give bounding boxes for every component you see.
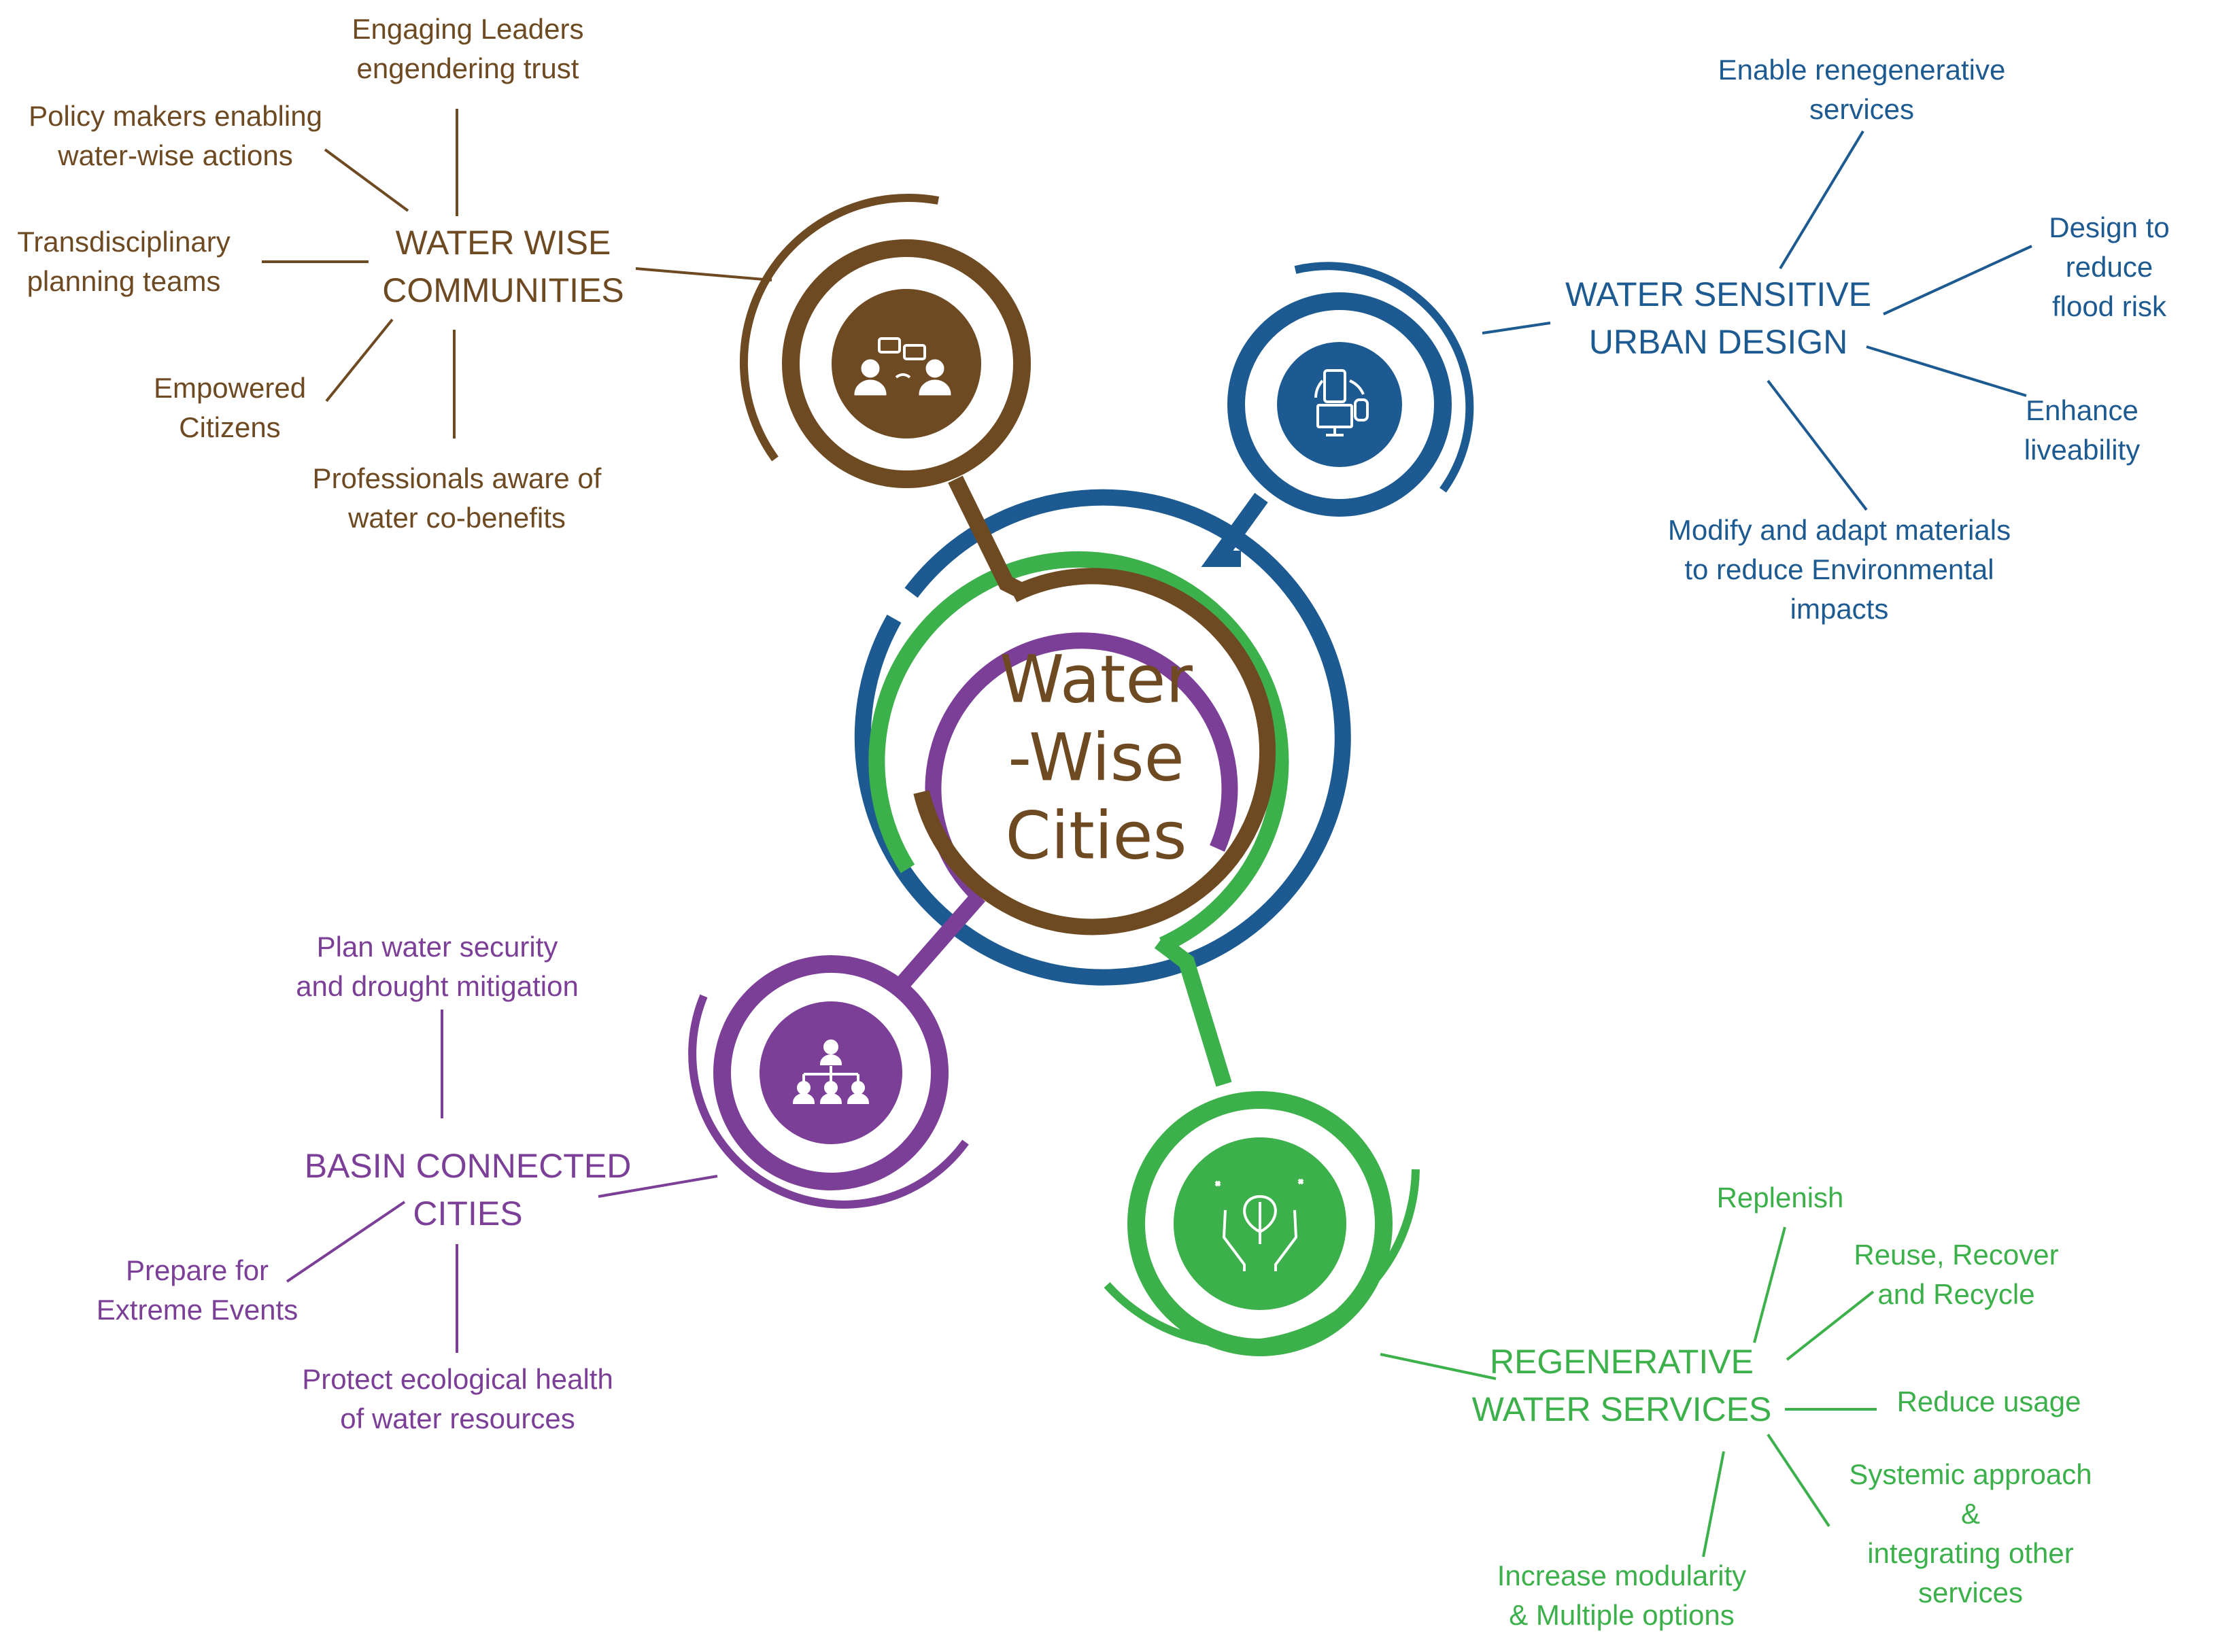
green-node-leader bbox=[1380, 1353, 1497, 1380]
green-center-ring bbox=[868, 551, 1289, 952]
green-spoke-4 bbox=[1767, 1433, 1830, 1528]
green-connector bbox=[1154, 935, 1232, 1087]
organization-hierarchy-icon bbox=[792, 1039, 870, 1104]
purple-node-ring bbox=[713, 955, 949, 1190]
basin-item-3: Protect ecological health of water resou… bbox=[302, 1363, 613, 1434]
brown-spoke-4 bbox=[325, 318, 394, 402]
people-discussion-icon bbox=[854, 337, 951, 396]
brown-group bbox=[262, 109, 1276, 935]
green-spoke-2 bbox=[1786, 1290, 1875, 1361]
brown-spoke-2 bbox=[324, 148, 409, 212]
green-node-ring bbox=[1127, 1091, 1393, 1356]
urban-design-item-1: Enable renegenerative services bbox=[1718, 54, 2006, 125]
urban-design-item-3: Enhance liveability bbox=[2024, 394, 2141, 466]
brown-connector bbox=[948, 475, 1024, 598]
regenerative-item-1: Replenish bbox=[1716, 1182, 1844, 1214]
blue-node-outer-arc bbox=[1294, 262, 1474, 493]
center-title: Water -Wise Cities bbox=[1000, 641, 1193, 874]
urban-design-item-4: Modify and adapt materials to reduce Env… bbox=[1667, 514, 2011, 625]
regenerative-item-3: Reduce usage bbox=[1896, 1386, 2081, 1417]
communities-item-3: Transdisciplinary planning teams bbox=[17, 226, 231, 297]
purple-group bbox=[286, 632, 1238, 1353]
communities-heading: WATER WISE COMMUNITIES bbox=[382, 224, 624, 309]
communities-item-1: Engaging Leaders engendering trust bbox=[352, 13, 584, 84]
urban-design-item-2: Design to reduce flood risk bbox=[2049, 211, 2170, 322]
purple-center-ring bbox=[925, 632, 1238, 902]
purple-spoke-2 bbox=[286, 1201, 406, 1283]
blue-spoke-2 bbox=[1883, 245, 2032, 315]
communities-item-2: Policy makers enabling water-wise action… bbox=[29, 100, 322, 171]
purple-node-outer-arc bbox=[688, 994, 969, 1209]
blue-spoke-4 bbox=[1767, 379, 1868, 511]
blue-group bbox=[854, 130, 2032, 986]
blue-spoke-1 bbox=[1779, 130, 1864, 270]
brown-center-ring bbox=[913, 568, 1276, 935]
green-group bbox=[868, 551, 1877, 1558]
blue-node-ring bbox=[1227, 292, 1452, 517]
purple-node-leader bbox=[598, 1175, 718, 1198]
blue-connector bbox=[1201, 492, 1268, 567]
basin-item-2: Prepare for Extreme Events bbox=[96, 1254, 299, 1326]
communities-item-4: Empowered Citizens bbox=[153, 372, 307, 443]
brown-node-core bbox=[832, 289, 981, 438]
connected-devices-icon bbox=[1314, 369, 1369, 436]
basin-heading: BASIN CONNECTED CITIES bbox=[304, 1147, 632, 1233]
urban-design-heading: WATER SENSITIVE URBAN DESIGN bbox=[1565, 275, 1872, 361]
hands-leaf-icon bbox=[1214, 1178, 1304, 1271]
blue-spoke-3 bbox=[1866, 345, 2027, 397]
brown-node-ring bbox=[782, 239, 1031, 488]
green-spoke-5 bbox=[1702, 1451, 1725, 1558]
blue-node-leader bbox=[1482, 322, 1551, 334]
communities-item-5: Professionals aware of water co-benefits bbox=[312, 462, 602, 534]
brown-node-leader bbox=[635, 267, 772, 281]
basin-item-1: Plan water security and drought mitigati… bbox=[296, 931, 579, 1002]
purple-connector bbox=[891, 891, 986, 995]
regenerative-heading: REGENERATIVE WATER SERVICES bbox=[1471, 1343, 1772, 1428]
regenerative-item-5: Increase modularity & Multiple options bbox=[1497, 1560, 1747, 1631]
green-node-outer-arc bbox=[1104, 1169, 1420, 1348]
regenerative-item-4: Systemic approach & integrating other se… bbox=[1849, 1458, 2092, 1608]
brown-node-outer-arc bbox=[739, 194, 940, 462]
green-spoke-1 bbox=[1753, 1226, 1786, 1343]
regenerative-item-2: Reuse, Recover and Recycle bbox=[1854, 1239, 2059, 1310]
